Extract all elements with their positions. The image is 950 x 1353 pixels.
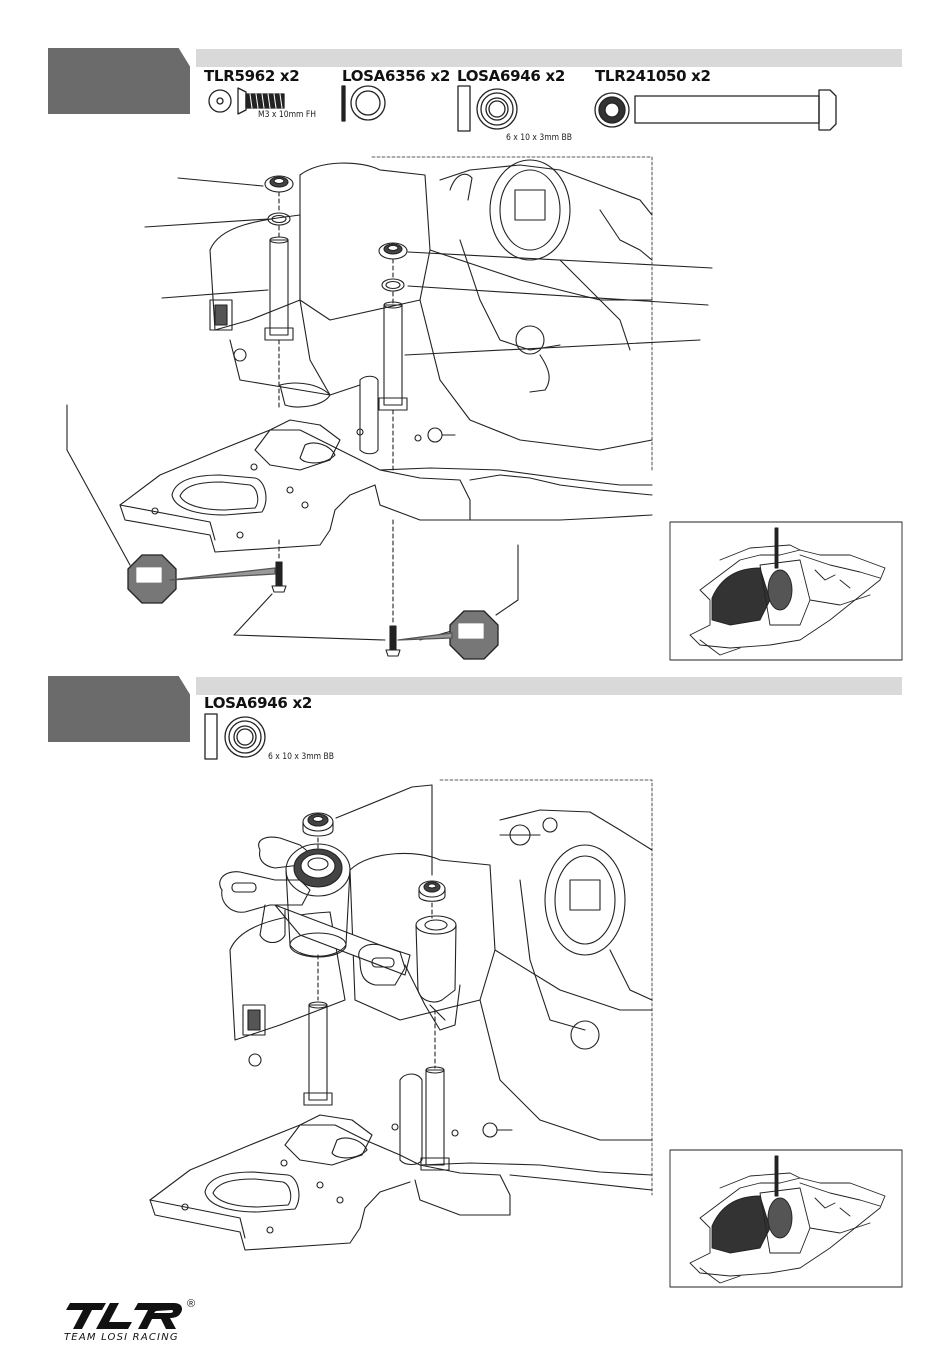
registered-mark: ®	[187, 1298, 195, 1310]
thread-lock-callout-right	[398, 611, 498, 659]
thread-lock-callout-left	[128, 555, 275, 603]
steering-post-icon	[595, 90, 836, 130]
ball-bearing-icon-step-2	[205, 714, 265, 759]
ball-bearing-icon	[458, 86, 517, 131]
inset-overview-step-1	[670, 522, 902, 660]
tlr-logo-icon	[62, 1301, 186, 1331]
shim-washer-icon	[342, 86, 385, 121]
inset-overview-step-2	[670, 1150, 902, 1287]
flat-head-screw-icon	[209, 88, 284, 114]
logo-subtitle: TEAM LOSI RACING	[64, 1332, 179, 1343]
step-2-chassis-drawing	[150, 780, 652, 1250]
